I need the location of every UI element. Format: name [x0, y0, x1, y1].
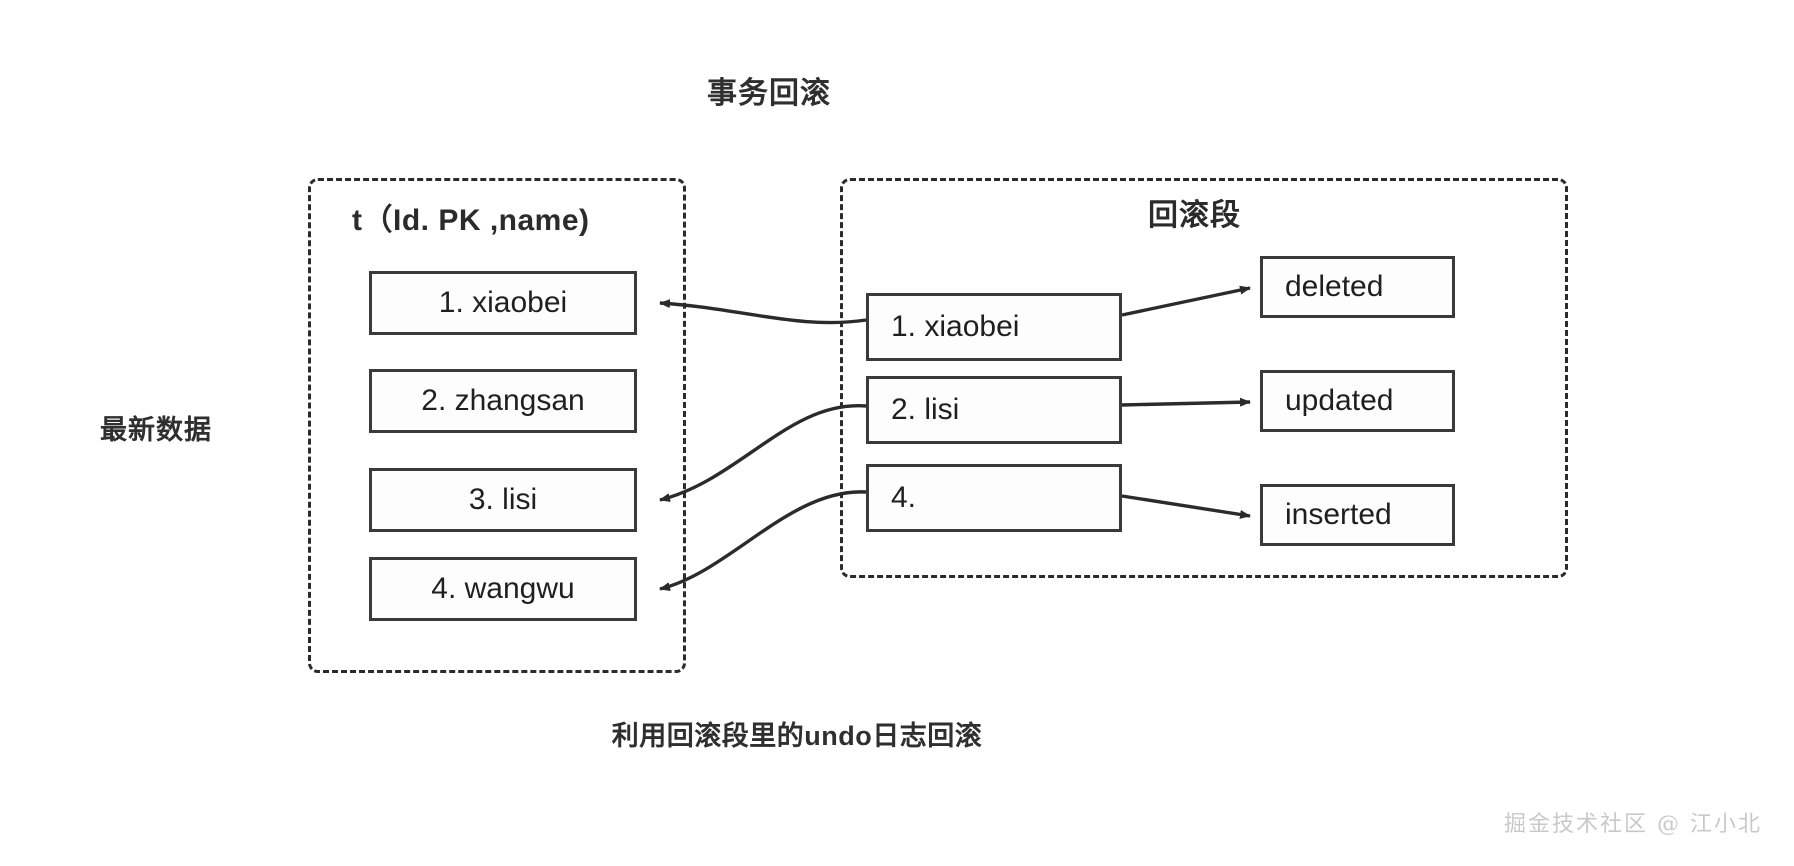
rollback-segment-heading: 回滚段	[1148, 199, 1241, 232]
table-row: 4. wangwu	[369, 557, 637, 621]
status-box-deleted: deleted	[1260, 256, 1455, 318]
watermark: 掘金技术社区 @ 江小北	[1504, 812, 1762, 837]
latest-data-label: 最新数据	[100, 415, 212, 445]
arrow-undo3-to-row4	[659, 490, 867, 592]
undo-entry: 4.	[866, 464, 1122, 532]
table-row: 3. lisi	[369, 468, 637, 532]
status-box-inserted: inserted	[1260, 484, 1455, 546]
undo-entry: 2. lisi	[866, 376, 1122, 444]
diagram-title-text: 事务回滚	[707, 77, 831, 110]
status-box-updated: updated	[1260, 370, 1455, 432]
table-row: 1. xiaobei	[369, 271, 637, 335]
rollback-segment-panel	[840, 178, 1568, 578]
bottom-caption-text: 利用回滚段里的undo日志回滚	[611, 721, 983, 751]
undo-entry: 1. xiaobei	[866, 293, 1122, 361]
table-panel-heading: t（Id. PK ,name)	[352, 204, 590, 237]
table-row: 2. zhangsan	[369, 369, 637, 433]
arrow-undo1-to-row1	[659, 299, 867, 325]
arrow-undo2-to-row3	[659, 404, 867, 502]
bottom-caption: 利用回滚段里的undo日志回滚	[0, 714, 1794, 753]
diagram-title: 事务回滚	[0, 68, 1794, 112]
